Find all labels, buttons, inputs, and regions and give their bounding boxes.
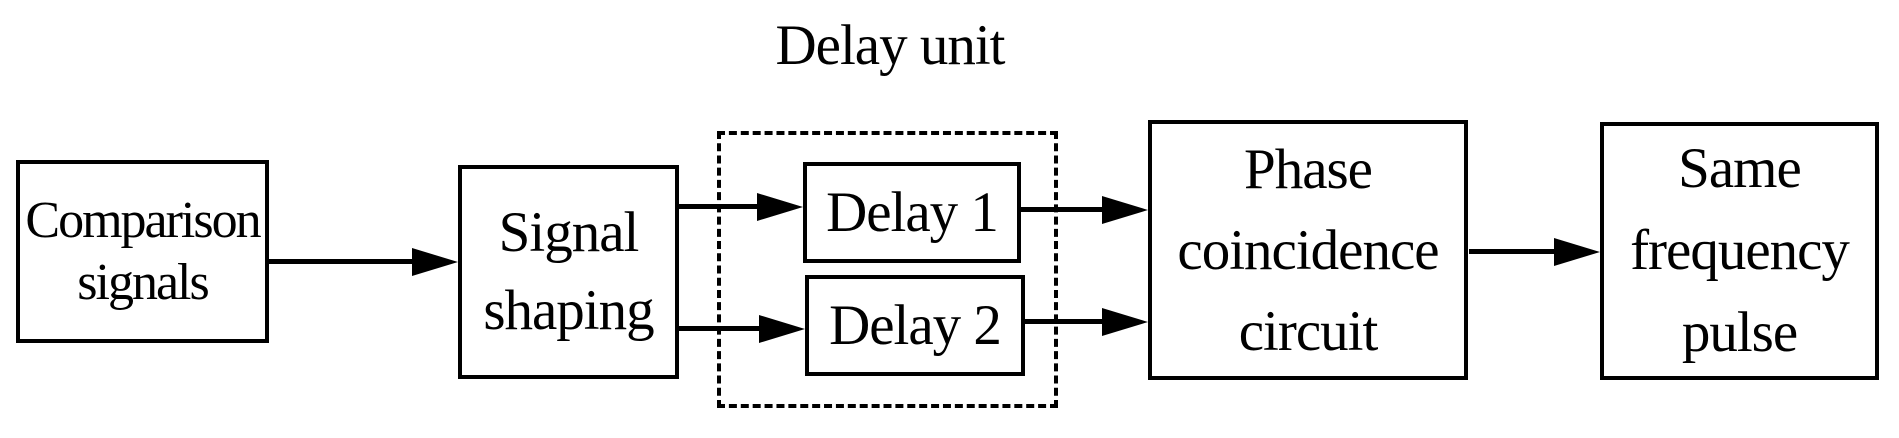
arrow-line bbox=[1021, 207, 1114, 212]
phase-coincidence-circuit-box: Phase coincidence circuit bbox=[1148, 120, 1468, 380]
arrowhead-icon bbox=[1554, 238, 1600, 266]
comparison-signals-label-line2: signals bbox=[77, 253, 209, 311]
arrow-line bbox=[1025, 319, 1114, 324]
delay-1-label: Delay 1 bbox=[826, 180, 999, 244]
comparison-signals-label-line1: Comparison bbox=[25, 191, 261, 249]
signal-shaping-box: Signal shaping bbox=[458, 165, 679, 379]
arrow-line bbox=[1469, 249, 1566, 254]
delay-2-box: Delay 2 bbox=[805, 275, 1025, 376]
arrow-delay2-to-phase bbox=[1025, 306, 1148, 338]
phase-label-line1: Phase bbox=[1244, 137, 1373, 201]
arrow-delay1-to-phase bbox=[1021, 194, 1148, 226]
delay-unit-group-label: Delay unit bbox=[775, 14, 1005, 77]
arrow-shaping-to-delay2 bbox=[679, 313, 805, 345]
arrowhead-icon bbox=[759, 315, 805, 343]
arrow-line bbox=[269, 259, 424, 264]
delay-2-label: Delay 2 bbox=[829, 293, 1002, 357]
arrow-phase-to-output bbox=[1469, 236, 1600, 268]
delay-unit-group-box bbox=[717, 131, 1058, 408]
arrow-comparison-to-shaping bbox=[269, 246, 458, 278]
output-label-line2: frequency bbox=[1630, 219, 1850, 282]
phase-label-line3: circuit bbox=[1238, 299, 1379, 363]
same-frequency-pulse-box: Same frequency pulse bbox=[1600, 122, 1879, 380]
arrowhead-icon bbox=[412, 248, 458, 276]
arrow-shaping-to-delay1 bbox=[679, 191, 803, 223]
signal-shaping-label-line1: Signal bbox=[498, 201, 640, 264]
signal-shaping-label-line2: shaping bbox=[483, 279, 654, 342]
arrowhead-icon bbox=[757, 193, 803, 221]
delay-1-box: Delay 1 bbox=[803, 162, 1021, 263]
arrow-line bbox=[679, 204, 769, 209]
arrowhead-icon bbox=[1102, 308, 1148, 336]
output-label-line1: Same bbox=[1678, 137, 1802, 200]
arrow-line bbox=[679, 326, 771, 331]
comparison-signals-box: Comparison signals bbox=[16, 160, 269, 343]
arrowhead-icon bbox=[1102, 196, 1148, 224]
phase-label-line2: coincidence bbox=[1177, 218, 1439, 282]
output-label-line3: pulse bbox=[1681, 301, 1798, 364]
